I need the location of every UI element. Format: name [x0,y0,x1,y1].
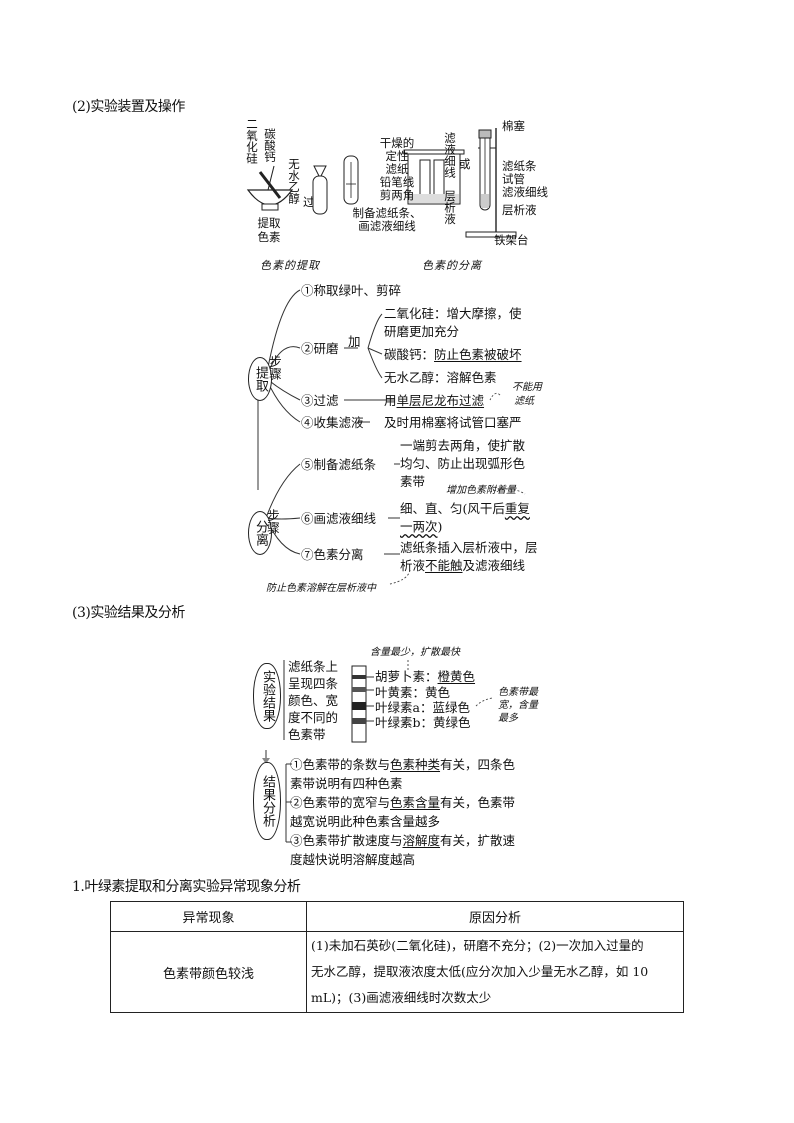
cotton-plug-icon [478,129,492,139]
label-stand: 铁架台 [494,233,529,247]
ethanol-purpose: 无水乙醇：溶解色素 [384,370,497,385]
line-text-1: 细、直、匀(风干后重复 [400,501,530,516]
step-4: ④收集滤液 [301,415,364,430]
extract-oval: 提取 [248,357,272,401]
step-6: ⑥画滤液细线 [301,511,377,526]
separate-steps-label: 步骤 [265,509,280,534]
sio2-purpose: 二氧化硅：增大摩擦，使 [384,306,522,321]
mortar-base [261,203,279,211]
separate-oval: 分离 [248,511,272,555]
table-header-row: 异常现象 原因分析 [110,901,684,932]
step-1: ①称取绿叶、剪碎 [301,283,402,298]
step-3: ③过滤 [301,393,339,408]
result-oval: 实验结果 [253,663,281,729]
section-2-title: (2)实验装置及操作 [72,99,185,115]
abnormal-analysis-table: 异常现象 原因分析 色素带颜色较浅 (1)未加石英砂(二氧化硅)，研磨不充分；(… [110,901,684,1013]
down-arrow-icon [262,758,270,764]
table-row: 色素带颜色较浅 (1)未加石英砂(二氧化硅)，研磨不充分；(2)一次加入过量的 … [110,931,684,1013]
phenomenon-cell: 色素带颜色较浅 [110,931,307,1013]
abnormal-section-title: 1.叶绿素提取和分离实验异常现象分析 [72,879,301,895]
results-drawing [262,660,493,843]
step-5: ⑤制备滤纸条 [301,457,377,472]
collect-method: 及时用棉塞将试管口塞严 [384,415,522,430]
label-or: 或 [459,157,471,171]
label-filtrate-line: 滤液细线 [443,132,457,178]
caption-extraction: 色素的提取 [260,259,320,272]
label-solvent: 层析液 [502,203,537,217]
header-reason: 原因分析 [306,901,684,932]
caption-separation: 色素的分离 [422,259,482,272]
analysis-oval: 结果分析 [253,762,281,840]
filter-note-2: 滤纸 [514,396,534,407]
label-chromatography-solvent: 层析液 [443,190,457,225]
label-paper-strip: 滤纸条 [502,159,537,173]
label-tube: 试管 [502,172,525,186]
strip-description: 滤纸条上 呈现四条 颜色、宽 度不同的 色素带 [288,659,339,742]
test-tube-icon [312,175,328,215]
line-text-2: 一两次) [400,519,443,534]
paper-labels: 干燥的 定性 滤纸 铅笔线 剪两角 [379,136,415,202]
label-sio2: 二氧化硅 [245,118,259,164]
label-extract-pigment: 提取色素 [257,216,281,244]
line-note: 增加色素附着量 [446,485,516,496]
reason-cell: (1)未加石英砂(二氧化硅)，研磨不充分；(2)一次加入过量的 无水乙醇，提取液… [306,931,684,1013]
step-2: ②研磨 [301,341,339,356]
paper-step-label: 制备滤纸条、 画滤液细线 [352,206,422,233]
band-xanthophyll: 叶黄素：黄色 [375,685,451,700]
caco3-purpose: 碳酸钙：防止色素被破坏 [384,347,522,362]
extract-steps-label: 步骤 [267,355,282,380]
analysis-text: ①色素带的条数与色素种类有关，四条色 素带说明有四种色素 ②色素带的宽窄与色素含… [290,757,516,867]
top-note: 含量最少，扩散最快 [370,647,460,658]
pestle-icon [258,171,282,199]
strip-line-3: 素带 [400,474,426,489]
filter-method: 用单层尼龙布过滤 [384,393,485,408]
bottom-note: 防止色素溶解在层析液中 [266,583,376,594]
mortar-icon [246,189,294,206]
sep-line-2: 析液不能触及滤液细线 [400,558,526,573]
sio2-purpose-cont: 研磨更加充分 [384,324,460,339]
label-caco3: 碳酸钙 [263,128,277,163]
strip-line-1: 一端剪去两角，使扩散 [400,438,526,453]
sep-line-1: 滤纸条插入层析液中，层 [400,540,538,555]
side-note: 色素带最 宽，含量 最多 [498,687,538,724]
band-chlorophyll-a: 叶绿素a：蓝绿色 [375,700,470,715]
header-phenomenon: 异常现象 [110,901,307,932]
step-7: ⑦色素分离 [301,547,364,562]
label-cotton: 棉塞 [502,119,525,133]
apparatus-drawing [246,128,517,238]
add-label: 加 [348,334,361,349]
band-chlorophyll-b: 叶绿素b：黄绿色 [375,715,471,730]
band-carotene: 胡萝卜素：橙黄色 [375,669,476,684]
label-line: 滤液细线 [502,185,548,199]
mindmap-connectors [257,289,526,585]
filter-note-1: 不能用 [512,382,542,393]
strip-line-2: 均匀、防止出现弧形色 [400,456,526,471]
section-3-title: (3)实验结果及分析 [72,605,185,621]
